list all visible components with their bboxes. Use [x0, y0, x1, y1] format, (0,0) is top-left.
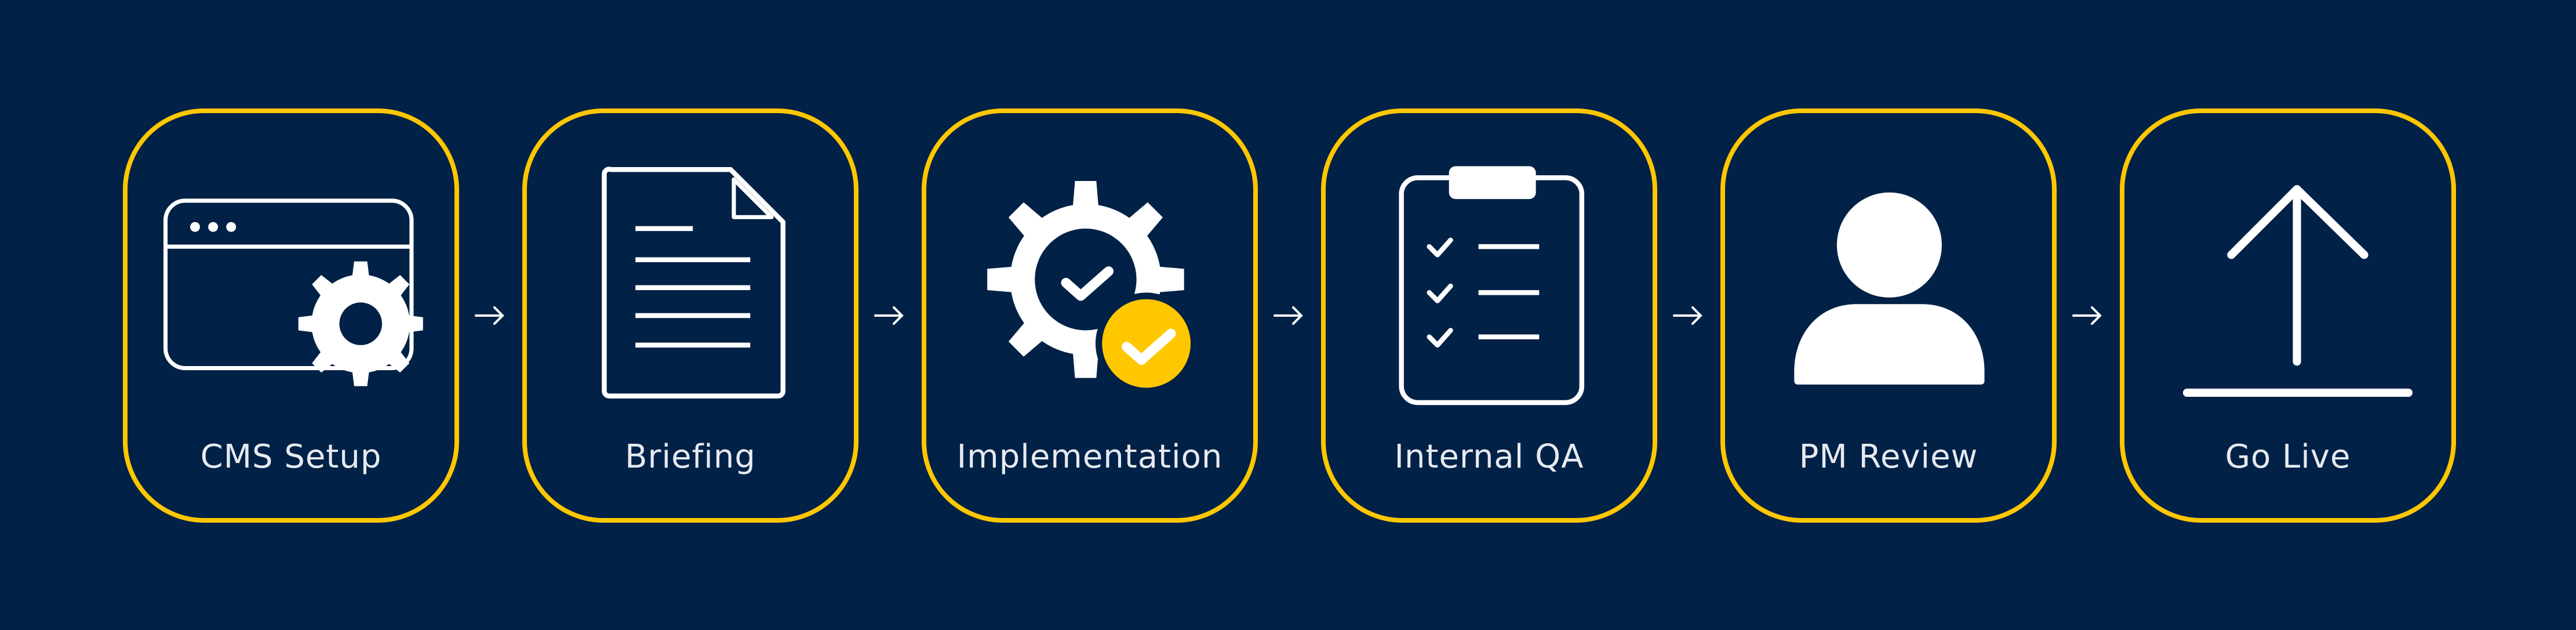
arrow-right-icon — [2072, 306, 2102, 325]
arrow-right-icon — [475, 306, 504, 325]
document-icon — [602, 166, 786, 399]
step-label: Go Live — [2225, 438, 2351, 476]
browser-gear-icon — [163, 198, 423, 386]
person-icon — [1794, 192, 1985, 385]
step-implementation: Implementation — [922, 108, 1258, 523]
arrow-right-icon — [1673, 306, 1702, 325]
step-go-live: Go Live — [2120, 108, 2456, 523]
step-internal-qa: Internal QA — [1321, 108, 1657, 523]
step-pm-review: PM Review — [1720, 108, 2057, 523]
step-label: CMS Setup — [200, 438, 382, 476]
arrow-right-icon — [1274, 306, 1303, 325]
clipboard-checklist-icon — [1399, 166, 1585, 405]
step-briefing: Briefing — [522, 108, 858, 523]
step-cms-setup: CMS Setup — [123, 108, 459, 523]
step-label: PM Review — [1799, 438, 1978, 476]
step-label: Briefing — [625, 438, 756, 476]
step-label: Implementation — [956, 438, 1223, 476]
gear-check-icon — [987, 181, 1198, 394]
arrow-right-icon — [874, 306, 904, 325]
step-label: Internal QA — [1394, 438, 1584, 476]
upload-icon — [2182, 185, 2413, 397]
